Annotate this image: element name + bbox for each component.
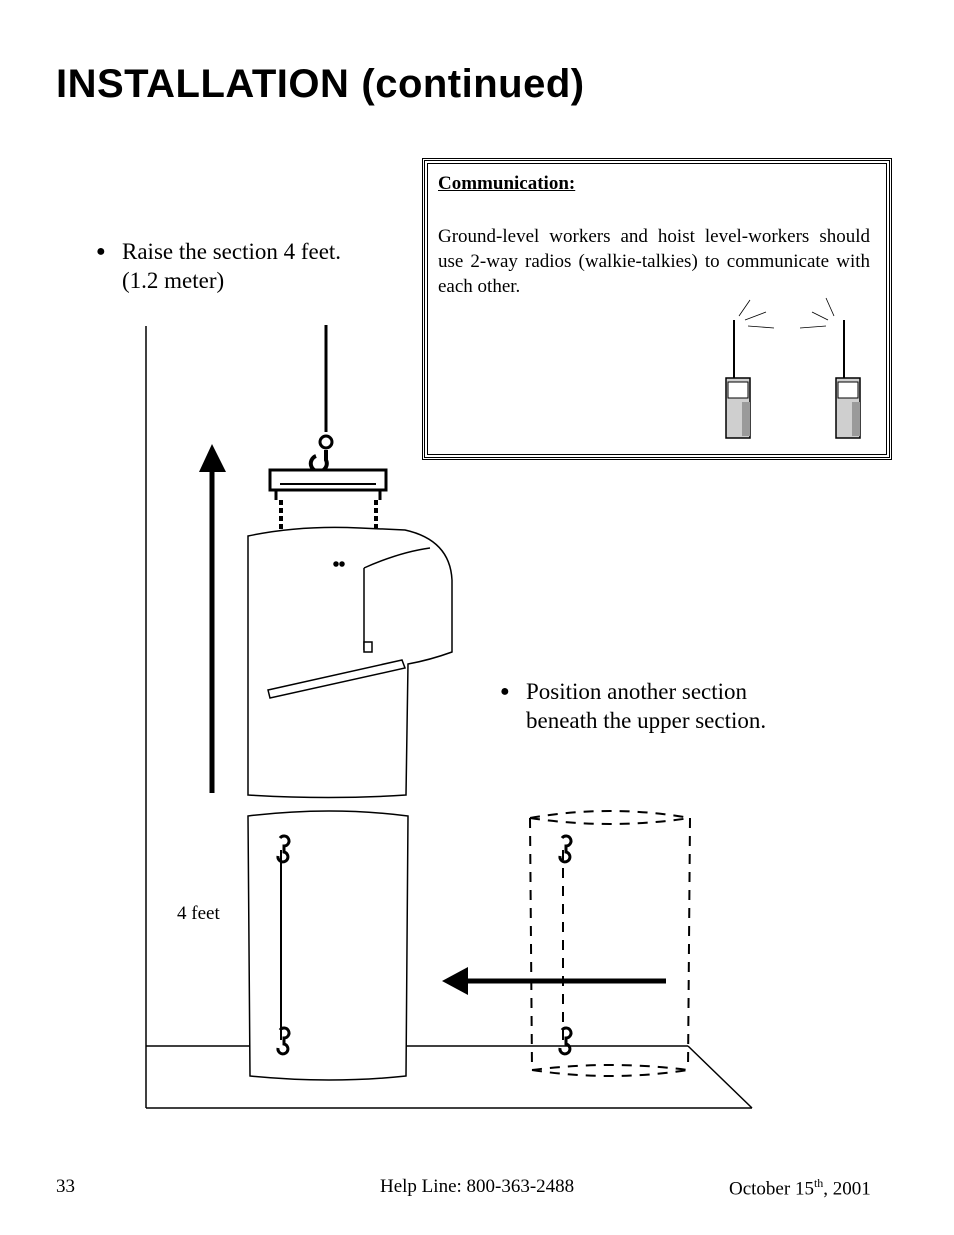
instruction-position-text: Position another section beneath the upp… [526,679,767,733]
up-arrow-icon [199,444,226,793]
incoming-section-outline [529,810,691,1077]
height-label: 4 feet [177,903,220,924]
lower-section [247,810,409,1081]
instruction-raise: ● Raise the section 4 feet. (1.2 meter) [96,238,396,295]
publication-date: October 15th, 2001 [729,1176,871,1200]
communication-body: Ground-level workers and hoist level-wor… [438,226,870,297]
communication-box-inner-border [427,163,887,455]
page-number: 33 [56,1176,75,1197]
title-paren: (continued) [361,62,585,106]
communication-box: Communication: Ground-level workers and … [422,158,892,460]
date-suffix: th [813,1176,824,1190]
title-main: INSTALLATION [56,62,350,106]
date-main: October 15 [729,1178,814,1200]
wall-and-floor [145,326,753,1109]
page-title: INSTALLATION(continued) [56,58,585,110]
bullet-dot-icon: ● [500,683,510,700]
bullet-dot-icon: ● [96,243,106,260]
upper-section [247,526,453,799]
communication-heading: Communication: [438,173,576,194]
walkie-talkie-icon [799,297,861,439]
help-line: Help Line: 800-363-2488 [380,1176,575,1197]
instruction-raise-text: Raise the section 4 feet. (1.2 meter) [122,239,342,293]
date-year: , 2001 [823,1178,871,1200]
walkie-talkie-icon [725,299,775,439]
instruction-position: ● Position another section beneath the u… [500,678,790,735]
left-arrow-icon [442,967,666,995]
